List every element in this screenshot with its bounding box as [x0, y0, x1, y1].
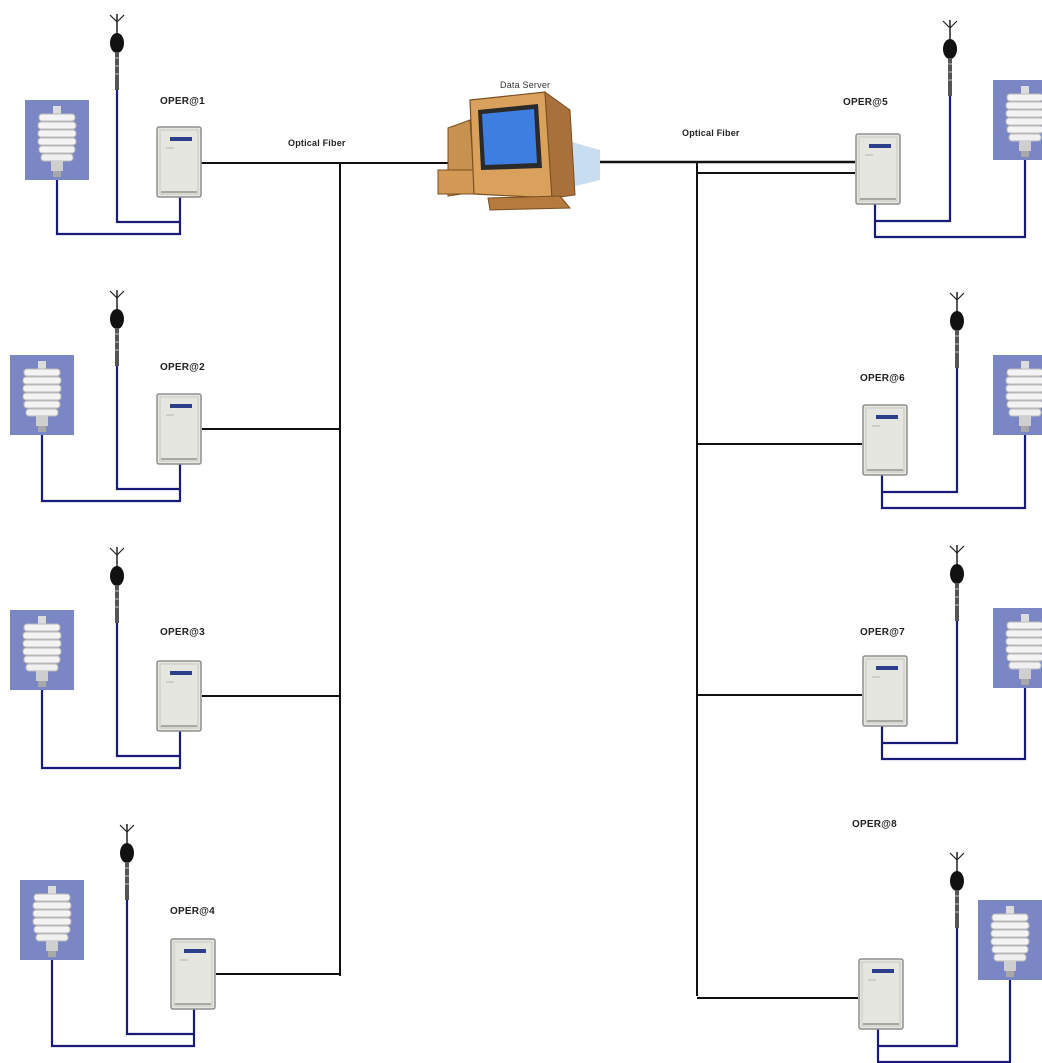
data-server-label: Data Server: [500, 80, 551, 90]
mast-cable-8: [878, 928, 959, 1048]
mast-cable-1: [115, 90, 180, 224]
station-label-3: OPER@3: [160, 627, 205, 638]
mast-cable-4: [125, 900, 194, 1036]
station-label-2: OPER@2: [160, 362, 205, 373]
data-logger-3: [156, 660, 202, 732]
temperature-sensor-6: [993, 355, 1042, 435]
temperature-sensor-4: [20, 880, 84, 960]
station-label-1: OPER@1: [160, 96, 205, 107]
data-logger-6: [862, 404, 908, 476]
rain-gauge-mast-7: [949, 544, 965, 622]
rain-gauge-mast-4: [119, 823, 135, 901]
station-label-7: OPER@7: [860, 627, 905, 638]
station-label-6: OPER@6: [860, 373, 905, 384]
sensor-cable-3: [40, 688, 182, 770]
sensor-cable-4: [50, 958, 196, 1048]
rain-gauge-mast-8: [949, 851, 965, 929]
sensor-cables: [40, 90, 1027, 1063]
optical-fiber-label-left: Optical Fiber: [288, 138, 346, 148]
rain-gauge-mast-2: [109, 289, 125, 367]
data-logger-5: [855, 133, 901, 205]
data-logger-8: [858, 958, 904, 1030]
temperature-sensor-2: [10, 355, 74, 435]
temperature-sensor-3: [10, 610, 74, 690]
optical-fiber-lines: [200, 160, 862, 999]
rain-gauge-mast-5: [942, 19, 958, 97]
mast-cable-3: [115, 623, 180, 758]
data-logger-1: [156, 126, 202, 198]
temperature-sensor-8: [978, 900, 1042, 980]
temperature-sensor-7: [993, 608, 1042, 688]
data-server-computer: [437, 90, 600, 211]
station-label-4: OPER@4: [170, 906, 215, 917]
rain-gauge-mast-6: [949, 291, 965, 369]
data-logger-7: [862, 655, 908, 727]
sensor-cable-2: [40, 433, 182, 503]
station-label-8: OPER@8: [852, 819, 897, 830]
rain-gauge-mast-3: [109, 546, 125, 624]
temperature-sensor-1: [25, 100, 89, 180]
rain-gauge-mast-1: [109, 13, 125, 91]
mast-cable-6: [882, 368, 959, 494]
data-logger-2: [156, 393, 202, 465]
optical-fiber-label-right: Optical Fiber: [682, 128, 740, 138]
data-logger-4: [170, 938, 216, 1010]
mast-cable-5: [875, 96, 952, 223]
mast-cable-7: [882, 621, 959, 745]
mast-cable-2: [115, 366, 180, 491]
station-label-5: OPER@5: [843, 97, 888, 108]
temperature-sensor-5: [993, 80, 1042, 160]
sensor-cable-1: [55, 178, 182, 236]
